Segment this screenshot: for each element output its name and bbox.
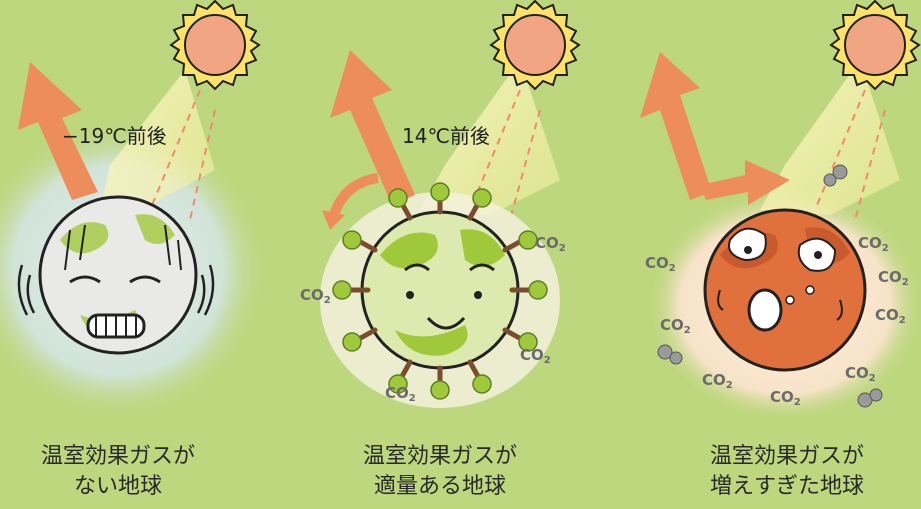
co2-label: CO2: [645, 254, 676, 274]
reflected-heat-arrow: [18, 62, 98, 200]
sunlight-beam: [100, 70, 215, 210]
panel-no-gas: −19℃前後: [0, 0, 268, 420]
trapped-heat-arrow: [328, 173, 379, 220]
temperature-label: 14℃前後: [402, 124, 490, 148]
caption-line-1: 温室効果ガスが: [362, 444, 517, 469]
co2-label: CO2: [858, 234, 889, 254]
caption-no-gas: 温室効果ガスが ない地球: [3, 442, 233, 502]
reflected-heat-arrow: [330, 50, 415, 205]
co2-label: CO2: [702, 371, 733, 391]
cold-earth: [17, 195, 215, 355]
trapped-heat-arrow: [700, 160, 790, 205]
co2-label: CO2: [878, 268, 909, 288]
co2-label: CO2: [385, 384, 416, 404]
sun-icon: [170, 0, 260, 90]
sunlight-beam: [760, 60, 900, 215]
panel-excess-gas: CO2 CO2 CO2 CO2 CO2 CO2 CO2 CO2: [640, 0, 921, 423]
reflected-heat-arrow: [640, 52, 712, 200]
co2-label: CO2: [660, 316, 691, 336]
sun-icon: [490, 0, 580, 90]
co2-label: CO2: [535, 234, 566, 254]
co2-label: CO2: [520, 346, 551, 366]
happy-earth: [332, 182, 548, 400]
caption-line-1: 温室効果ガスが: [709, 444, 864, 469]
caption-line-2: ない地球: [73, 474, 162, 499]
co2-label: CO2: [300, 286, 331, 306]
caption-moderate-gas: 温室効果ガスが 適量ある地球: [325, 442, 555, 502]
overheated-earth: [703, 208, 867, 372]
caption-line-2: 適量ある地球: [373, 474, 506, 499]
sunlight-beam: [420, 60, 560, 215]
co2-label: CO2: [770, 388, 801, 408]
pollution-smoke: [657, 164, 883, 408]
caption-excess-gas: 温室効果ガスが 増えすぎた地球: [672, 442, 902, 502]
temperature-label: −19℃前後: [62, 124, 167, 148]
panel-moderate-gas: 14℃前後 CO2 CO2 CO2 CO: [300, 0, 580, 408]
co2-label: CO2: [875, 306, 906, 326]
caption-line-1: 温室効果ガスが: [40, 444, 195, 469]
sun-icon: [830, 0, 920, 90]
caption-line-2: 増えすぎた地球: [709, 474, 864, 499]
co2-label: CO2: [845, 364, 876, 384]
